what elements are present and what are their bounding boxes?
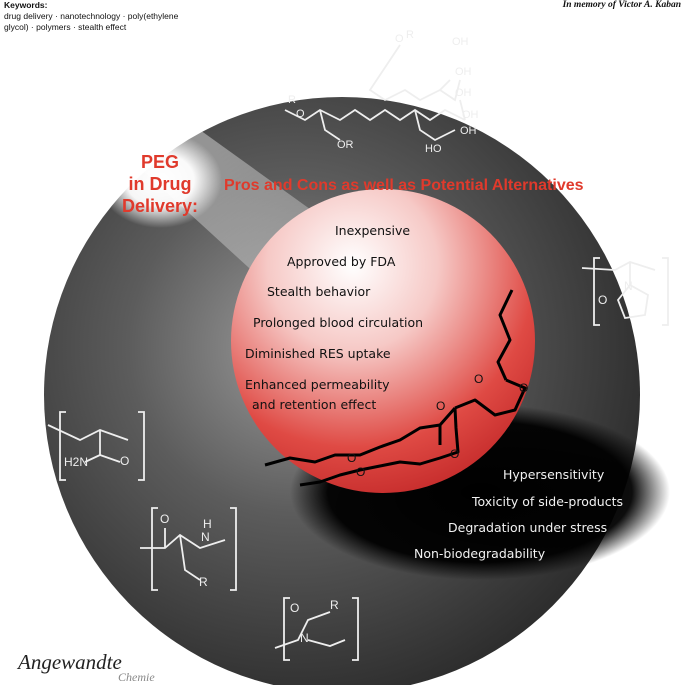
bottom-structure (274, 597, 359, 661)
spotlight-glow (98, 132, 222, 228)
con-item: Non-biodegradability (414, 546, 546, 561)
bottom-labels: O R N (290, 598, 339, 645)
atom-label: R (406, 29, 414, 41)
atom-label: O (160, 512, 169, 526)
con-item: Toxicity of side-products (471, 494, 623, 509)
pro-item: Stealth behavior (267, 284, 371, 299)
o-atom: O (347, 451, 356, 465)
o-atom: O (436, 399, 445, 413)
left-structure (47, 411, 145, 481)
atom-label: HO (425, 143, 442, 155)
pro-item: Approved by FDA (287, 254, 396, 269)
atom-label: OH (452, 36, 469, 48)
cons-list: Hypersensitivity Toxicity of side-produc… (414, 467, 623, 561)
banner-title: Pros and Cons as well as Potential Alter… (224, 177, 584, 194)
top-structure (284, 44, 466, 142)
o-atom: O (519, 381, 528, 395)
atom-label: H (203, 517, 212, 531)
right-structure (581, 257, 669, 326)
top-structure-labels: O R OH OH OH OH OH HO R O OR (288, 29, 479, 155)
atom-label: OH (455, 87, 472, 99)
atom-label: R (288, 94, 296, 106)
keywords-text: drug delivery · nanotechnology · poly(et… (4, 11, 179, 32)
atom-label: O (395, 33, 404, 45)
keywords-block: Keywords: drug delivery · nanotechnology… (4, 0, 194, 33)
peg-sphere (231, 189, 535, 493)
pro-item: Enhanced permeability (245, 377, 390, 392)
atom-label: OR (337, 139, 354, 151)
o-atom: O (356, 465, 365, 479)
peg-label-line: Delivery: (122, 196, 198, 216)
atom-label: R (199, 575, 208, 589)
con-item: Degradation under stress (448, 520, 607, 535)
atom-label: N (624, 279, 633, 293)
atom-label: O (598, 293, 607, 307)
atom-label: OH (455, 66, 472, 78)
atom-label: H2N (64, 455, 88, 469)
pro-item: Diminished RES uptake (245, 346, 391, 361)
atom-label: OH (460, 125, 477, 137)
pros-list: Inexpensive Approved by FDA Stealth beha… (245, 223, 423, 412)
peg-label-line: PEG (141, 152, 179, 172)
peg-label-line: in Drug (129, 174, 192, 194)
atom-label: OH (462, 109, 479, 121)
right-labels: N O (598, 279, 633, 307)
pro-item: Inexpensive (335, 223, 410, 238)
atom-label: N (201, 530, 210, 544)
chain-o-atoms: O O O O O O (347, 372, 528, 479)
atom-label: N (300, 631, 309, 645)
peptide-structure (140, 507, 237, 591)
keywords-heading: Keywords: (4, 0, 48, 10)
con-item: Hypersensitivity (503, 467, 605, 482)
o-atom: O (474, 372, 483, 386)
pro-item: Prolonged blood circulation (253, 315, 423, 330)
atom-label: R (330, 598, 339, 612)
pro-item: and retention effect (252, 397, 376, 412)
memory-dedication: In memory of Victor A. Kaban (562, 0, 681, 10)
o-atom: O (450, 447, 459, 461)
peptide-labels: O H N R (160, 512, 212, 589)
atom-label: O (296, 108, 305, 120)
left-structure-labels: H2N O (64, 454, 129, 469)
journal-logo-sub: Chemie (118, 670, 155, 684)
peg-chains (264, 289, 527, 487)
atom-label: O (120, 454, 129, 468)
journal-logo: Angewandte (18, 650, 122, 674)
atom-label: O (290, 601, 299, 615)
peg-label: PEG in Drug Delivery: (122, 152, 198, 216)
